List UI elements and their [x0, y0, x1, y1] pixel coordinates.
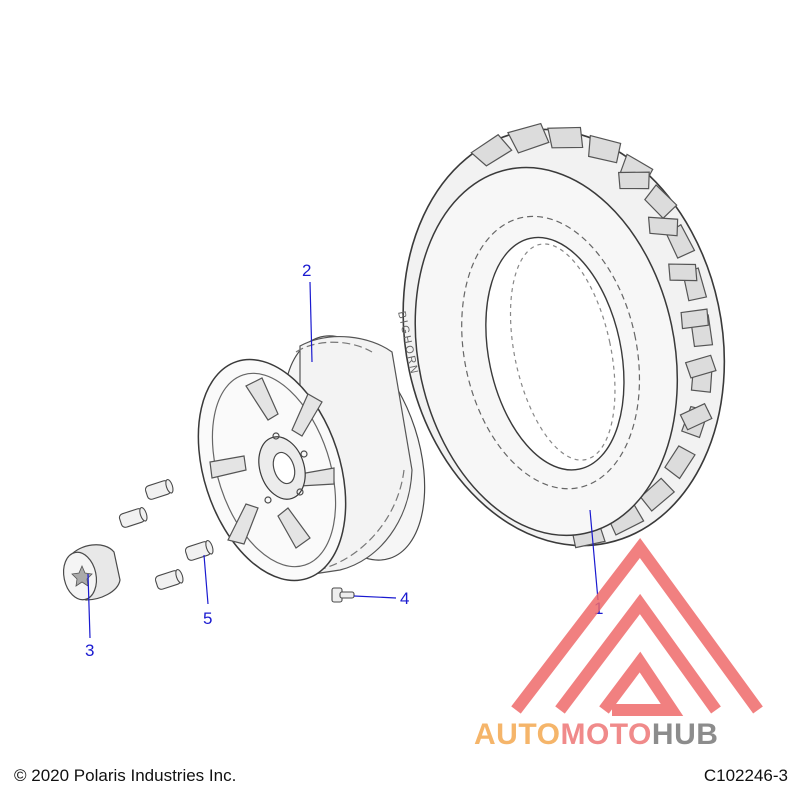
lug-nut — [144, 479, 174, 500]
watermark-hub: HUB — [651, 718, 719, 751]
callout-4: 4 — [400, 589, 409, 608]
leader-line-4 — [353, 595, 397, 599]
lug-nuts — [118, 479, 214, 590]
callout-3: 3 — [85, 641, 94, 660]
hub-cap — [62, 544, 121, 601]
leader-line-3 — [87, 573, 91, 639]
callout-5: 5 — [203, 609, 212, 628]
leader-lines — [87, 281, 599, 639]
watermark-brand: AUTOMOTOHUB — [474, 718, 718, 752]
copyright-text: © 2020 Polaris Industries Inc. — [14, 766, 237, 785]
valve-stem — [331, 587, 355, 603]
lug-nut — [118, 507, 148, 528]
tread-blocks — [470, 122, 717, 549]
wheel-rim — [197, 335, 426, 582]
tire: BIGHORN — [395, 122, 726, 549]
lug-nut — [184, 540, 214, 561]
tire-bead-ring — [461, 215, 641, 490]
rim-spokes — [209, 377, 335, 549]
watermark-moto: MOTO — [560, 718, 652, 751]
watermark-auto: AUTO — [474, 718, 561, 751]
tire-inner-opening — [485, 236, 625, 471]
star-emblem-icon — [71, 564, 93, 587]
lug-nut — [154, 569, 184, 590]
callout-2: 2 — [302, 261, 311, 280]
leader-line-2 — [309, 281, 313, 363]
figure-code: C102246-3 — [703, 766, 788, 785]
leader-line-1 — [589, 509, 599, 601]
leader-line-5 — [203, 554, 209, 605]
watermark-logo-icon — [511, 537, 763, 716]
